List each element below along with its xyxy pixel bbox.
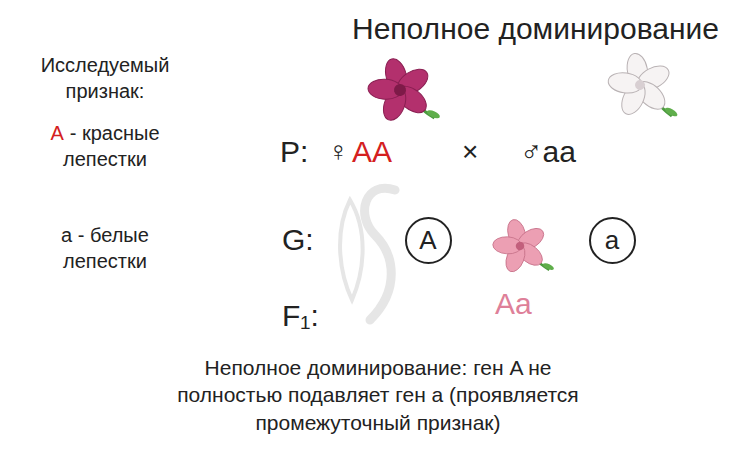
- allele-symbol: A: [50, 122, 63, 144]
- female-symbol: ♀: [328, 134, 349, 170]
- genotype: ♂aa: [520, 132, 576, 171]
- flower-leaf: [426, 109, 441, 120]
- diagram-title: Неполное доминирование: [352, 12, 719, 46]
- watermark-leaf: [340, 200, 363, 300]
- gamete-allele: A: [419, 226, 436, 255]
- red-flower: [359, 50, 442, 136]
- gamete-circle: A: [405, 217, 452, 264]
- diagram-caption: Неполное доминирование: ген A не полност…: [168, 354, 588, 436]
- cross-sign: ×: [462, 134, 478, 170]
- flower-petals: [359, 50, 440, 129]
- flower-center: [393, 83, 408, 98]
- flower-center: [515, 241, 525, 251]
- watermark-s: [365, 188, 395, 320]
- allele-description: - красные лепестки: [63, 122, 159, 170]
- generation-label: G:: [282, 220, 314, 259]
- generation-label: P:: [280, 132, 308, 171]
- flower-center: [634, 79, 646, 91]
- watermark: [340, 188, 395, 320]
- allele-legend: A- красные лепестки: [25, 120, 185, 172]
- trait-heading: Исследуемый признак:: [25, 52, 185, 104]
- flower-petals: [601, 48, 678, 122]
- genotype: Aa: [495, 284, 532, 323]
- pink-flower: [485, 212, 556, 285]
- allele-description: a - белые лепестки: [25, 222, 185, 274]
- flower-leaf: [664, 106, 679, 118]
- flower-petals: [485, 212, 554, 279]
- generation-label: F₁:: [282, 296, 319, 335]
- genotype: AA: [352, 132, 392, 171]
- flower-leaf: [542, 262, 555, 272]
- white-flower: [601, 48, 679, 129]
- gamete-allele: a: [605, 226, 619, 255]
- gamete-circle: a: [589, 217, 636, 264]
